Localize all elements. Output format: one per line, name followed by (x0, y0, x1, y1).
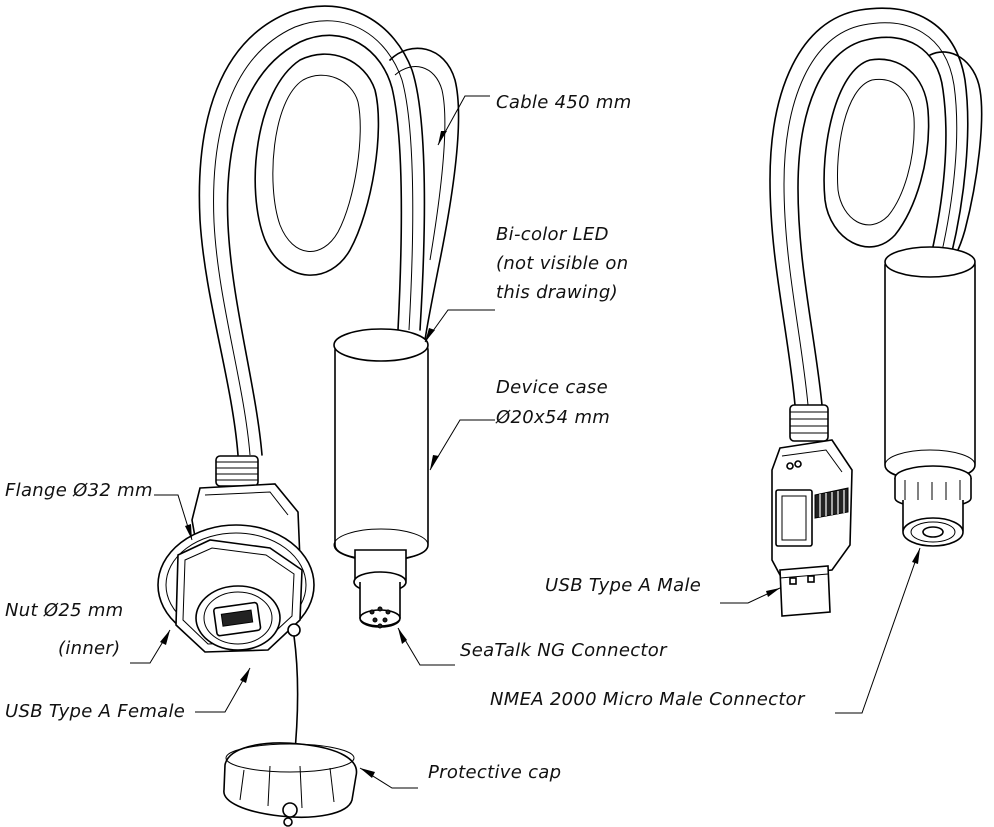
label-usb-male: USB Type A Male (545, 575, 702, 596)
label-case-line2: Ø20x54 mm (496, 407, 611, 428)
leader-cable (437, 95, 490, 146)
label-case-line1: Device case (496, 377, 608, 398)
leader-led (424, 309, 495, 343)
flange-nut-body (157, 455, 315, 653)
right-device-drawing (769, 7, 983, 617)
leader-nmea (835, 547, 921, 714)
label-cable: Cable 450 mm (496, 92, 632, 113)
label-led-line1: Bi-color LED (496, 224, 609, 245)
leader-seatalk (397, 627, 455, 666)
cable-loop-left (198, 5, 460, 456)
leader-nut (130, 629, 171, 664)
nmea-device-case-drawing (884, 246, 976, 547)
label-flange: Flange Ø32 mm (5, 480, 153, 501)
leader-flange (154, 494, 193, 541)
usb-male-plug-drawing (771, 404, 853, 617)
label-seatalk: SeaTalk NG Connector (460, 640, 667, 661)
label-cap: Protective cap (428, 762, 562, 783)
label-nmea: NMEA 2000 Micro Male Connector (490, 689, 805, 710)
protective-cap-drawing (223, 635, 358, 827)
leader-case (429, 419, 495, 471)
device-case-drawing (333, 328, 429, 629)
label-nut-line1: Nut Ø25 mm (5, 600, 124, 621)
leader-lines (130, 95, 921, 789)
leader-usb-female (195, 667, 251, 713)
label-led-line2: (not visible on (496, 253, 629, 274)
label-led-line3: this drawing) (496, 282, 618, 303)
label-usb-female: USB Type A Female (5, 701, 186, 722)
left-device-drawing (157, 5, 460, 827)
label-nut-line2: (inner) (58, 638, 121, 659)
